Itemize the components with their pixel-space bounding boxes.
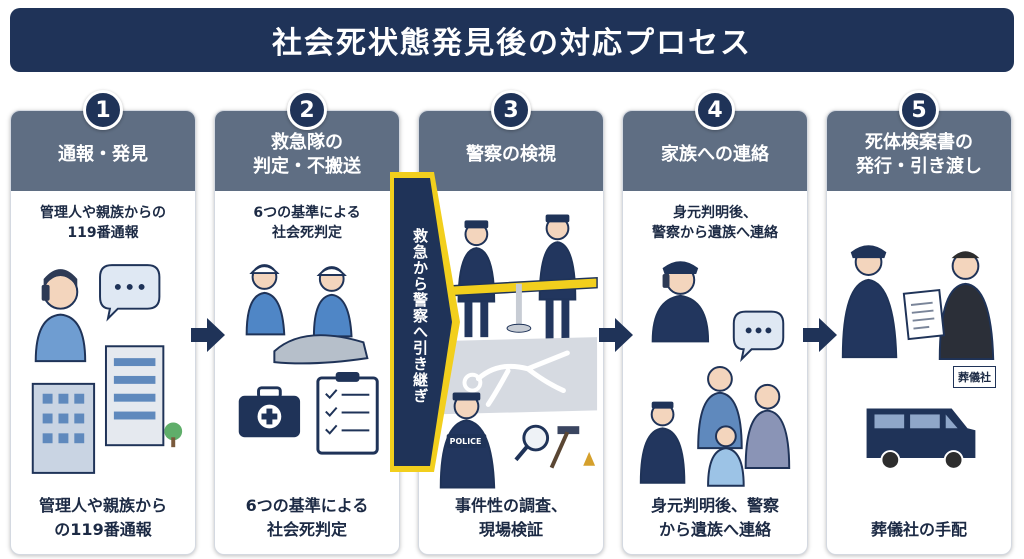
step-card-1: 通報・発見 管理人や親族からの 119番通報 管理人や親族から の119番通報	[10, 110, 196, 555]
step-5-illustration	[841, 245, 995, 470]
caution-tape-icon	[451, 277, 598, 333]
step-bottom-caption-2: 6つの基準による 社会死判定	[245, 496, 369, 539]
first-aid-kit-icon	[238, 386, 301, 438]
step-number-badge-2: 2	[287, 90, 327, 130]
step-bottom-caption-4: 身元判明後、警察 から遺族へ連絡	[650, 496, 779, 539]
speech-bubble-icon	[99, 264, 161, 322]
step-top-caption-2: 6つの基準による 社会死判定	[253, 205, 361, 241]
hammer-icon	[549, 426, 596, 469]
step-bottom-caption-3: 事件性の調査、 現場検証	[454, 496, 567, 539]
apartment-building-icon	[31, 345, 183, 474]
step-header-2: 救急隊の 判定・不搬送	[215, 111, 399, 191]
step-bottom-caption-5: 葬儀社の手配	[870, 520, 967, 539]
step-number-badge-3: 3	[491, 90, 531, 130]
funeral-home-tag: 葬儀社	[953, 366, 996, 388]
flow-arrow-icon-3	[599, 318, 633, 352]
step-2-illustration	[238, 264, 379, 455]
step-title-1: 通報・発見	[58, 144, 148, 165]
step-card-5: 死体検案書の 発行・引き渡し 葬儀社 葬儀社の手配	[826, 110, 1012, 555]
step-card-4: 家族への連絡 身元判明後、 警察から遺族へ連絡 身元判明後、警察 から遺族へ連絡	[622, 110, 808, 555]
step-1-illustration	[31, 264, 183, 474]
step-number-badge-5: 5	[899, 90, 939, 130]
hearse-van-icon	[866, 408, 976, 470]
magnifier-icon	[514, 424, 550, 462]
page-title: 社会死状態発見後の対応プロセス	[272, 26, 752, 61]
flow-arrow-icon-4	[803, 318, 837, 352]
step-4-illustration	[639, 261, 791, 487]
step-3-illustration: POLICE	[438, 214, 598, 489]
handover-label: 救急から警察へ引き継ぎ	[411, 228, 429, 404]
police-vest-label: POLICE	[450, 437, 482, 446]
handover-arrow-icon	[390, 172, 460, 472]
speech-bubble-icon-2	[732, 310, 785, 363]
step-number-badge-4: 4	[695, 90, 735, 130]
step-top-caption-1: 管理人や親族からの 119番通報	[40, 205, 166, 241]
step-title-2: 救急隊の 判定・不搬送	[253, 132, 361, 177]
phone-caller-icon	[34, 269, 87, 363]
police-investigator-icon: POLICE	[439, 392, 496, 489]
police-phone-icon	[651, 261, 710, 343]
checklist-icon	[316, 371, 379, 455]
step-title-4: 家族への連絡	[661, 144, 769, 165]
step-title-3: 警察の検視	[466, 144, 556, 165]
step-number-badge-1: 1	[83, 90, 123, 130]
step-card-2: 救急隊の 判定・不搬送 6つの基準による 社会死判定 6つの基準による 社会死判…	[214, 110, 400, 555]
step-top-caption-4: 身元判明後、 警察から遺族へ連絡	[652, 205, 778, 241]
title-banner: 社会死状態発見後の対応プロセス	[10, 8, 1014, 72]
flow-arrow-icon-1	[191, 318, 225, 352]
family-icon	[639, 366, 791, 487]
document-handover-icon	[841, 245, 995, 361]
step-title-5: 死体検案書の 発行・引き渡し	[856, 132, 982, 177]
paramedics-icon	[245, 264, 369, 365]
step-bottom-caption-1: 管理人や親族から の119番通報	[38, 496, 167, 539]
